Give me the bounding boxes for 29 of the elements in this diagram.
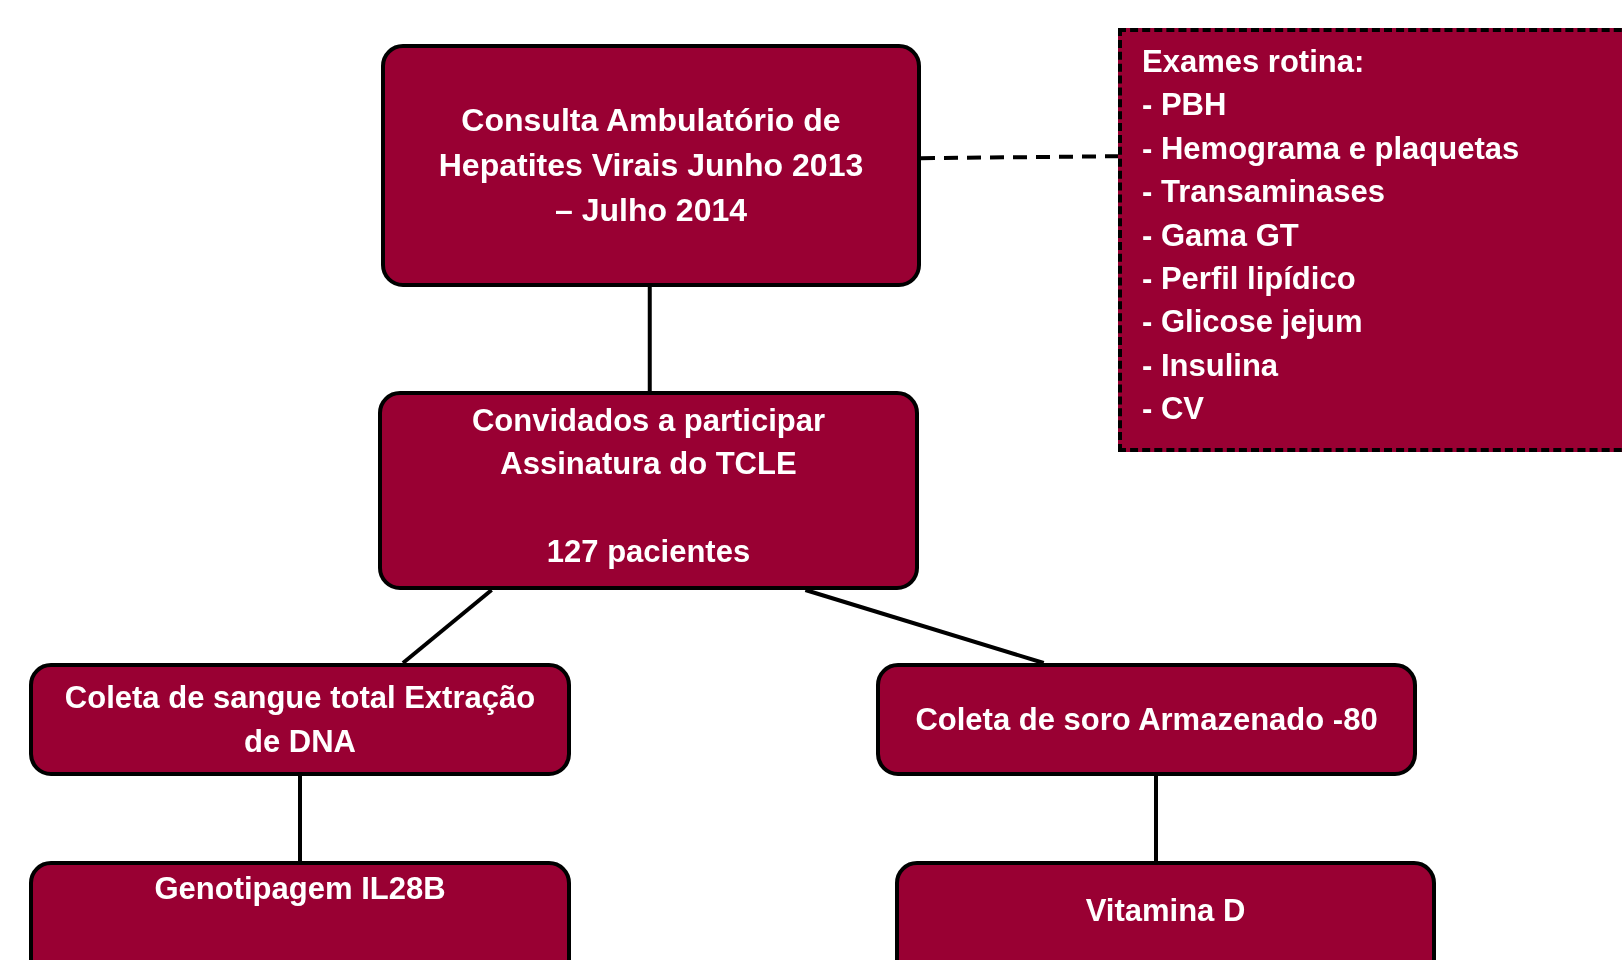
list-item: - CV bbox=[1142, 390, 1204, 429]
list-item: - Transaminases bbox=[1142, 173, 1385, 212]
box-text: 127 pacientes bbox=[546, 532, 751, 571]
list-item: - Insulina bbox=[1142, 346, 1279, 385]
connector-line bbox=[1154, 776, 1158, 861]
box-text: Convidados a participar Assinatura do TCLE bbox=[470, 402, 827, 484]
connector-line bbox=[647, 287, 652, 391]
list-heading: Exames rotina: bbox=[1142, 43, 1365, 81]
list-item: - Glicose jejum bbox=[1142, 303, 1363, 342]
list-item: - Gama GT bbox=[1142, 216, 1299, 255]
box-text: Consulta Ambulatório de Hepatites Virais Junho 2013 – Julho 2014 bbox=[437, 101, 865, 230]
connector-line bbox=[401, 588, 493, 665]
process-box bbox=[895, 861, 1436, 960]
box-text: Coleta de soro Armazenado -80 bbox=[915, 700, 1378, 739]
box-text: Genotipagem IL28B bbox=[154, 870, 446, 908]
list-item: - PBH bbox=[1142, 86, 1227, 125]
list-item: - Perfil lipídico bbox=[1142, 259, 1356, 298]
box-text: Coleta de sangue total Extração de DNA bbox=[63, 679, 537, 761]
process-box bbox=[29, 861, 571, 960]
process-box bbox=[378, 391, 919, 590]
box-text: Vitamina D bbox=[1085, 892, 1246, 930]
connector-line bbox=[920, 154, 1119, 161]
connector-line bbox=[298, 776, 302, 861]
process-box bbox=[381, 44, 921, 287]
connector-line bbox=[804, 588, 1045, 665]
process-box bbox=[29, 663, 571, 776]
process-box bbox=[876, 663, 1417, 776]
note-box bbox=[1118, 28, 1622, 452]
list-item: - Hemograma e plaquetas bbox=[1142, 129, 1520, 168]
